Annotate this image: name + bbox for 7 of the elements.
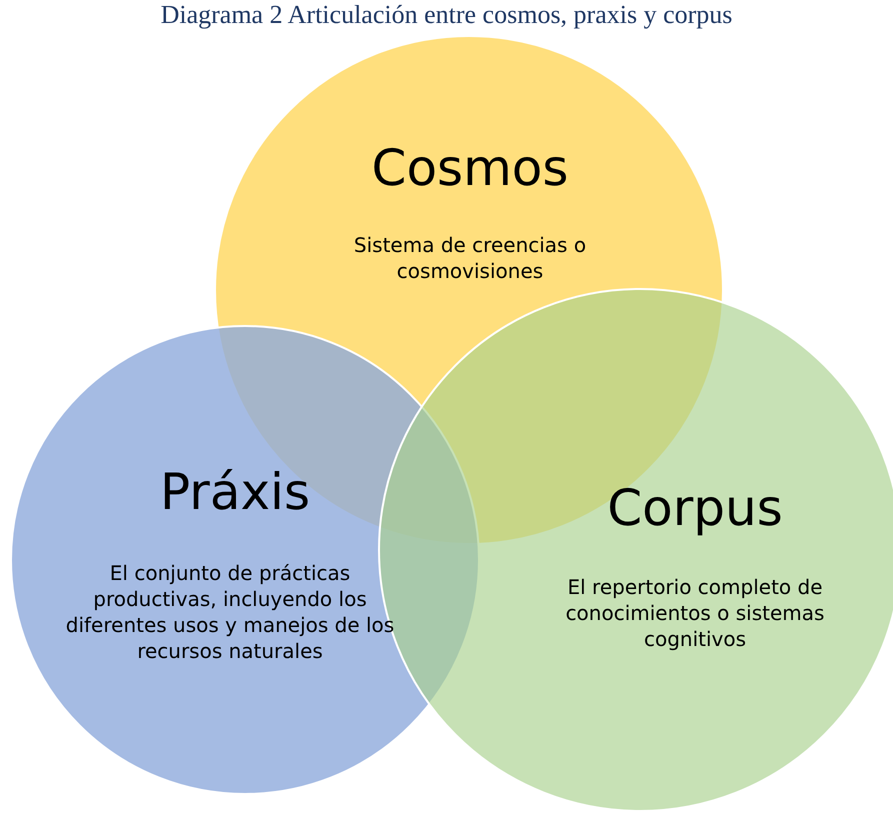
circle-description: El repertorio completo de conocimientos o sistemas cognitivos [564, 574, 826, 652]
circle-heading: Práxis [159, 464, 311, 520]
circle-description: Sistema de creencias o cosmovisiones [352, 232, 588, 284]
circle-heading: Cosmos [370, 140, 570, 196]
circle-heading: Corpus [606, 480, 784, 536]
diagram-title: Diagrama 2 Articulación entre cosmos, praxis y corpus [160, 0, 734, 30]
circle-description: El conjunto de prácticas productivas, incluyendo los diferentes usos y manejos de los recursos naturales [64, 560, 396, 664]
